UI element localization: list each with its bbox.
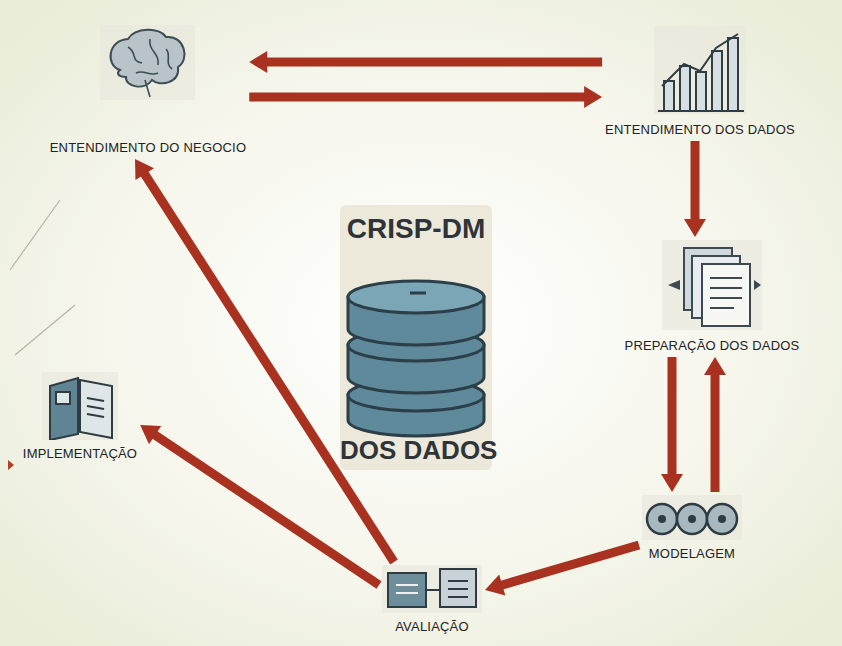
data-preparation-step: PREPARAÇÃO DOS DADOS [625, 240, 800, 354]
database-cylinder [340, 205, 492, 470]
arrow-shaft [265, 58, 602, 67]
arrow-head [661, 474, 683, 492]
step-icon [642, 495, 742, 540]
step-icon [662, 240, 762, 330]
arrow-head [485, 574, 505, 595]
arrow-head [249, 51, 267, 73]
business-understanding-step: ENTENDIMENTO DO NEGOCIO [50, 25, 246, 156]
step-icon [42, 372, 118, 440]
arrow-head [135, 159, 154, 180]
crisp-dm-illustration: CRISP-DM DOS DADOS [340, 205, 492, 470]
evaluation-step: AVALIAÇÃO [382, 565, 482, 635]
step-label: ENTENDIMENTO DOS DADOS [605, 122, 795, 138]
arrow-head [704, 357, 726, 375]
data-understanding-step: ENTENDIMENTO DOS DADOS [605, 26, 795, 138]
step-label: MODELAGEM [649, 546, 735, 562]
arrow-shaft [249, 93, 586, 102]
arrow-shaft [711, 373, 720, 492]
step-label: IMPLEMENTAÇÃO [23, 446, 137, 462]
cycle-arrow [249, 86, 602, 108]
arrow-head [584, 86, 602, 108]
step-icon [100, 25, 195, 100]
cycle-arrow [661, 357, 683, 492]
arrow-shaft [500, 545, 639, 586]
step-label: PREPARAÇÃO DOS DADOS [625, 338, 800, 354]
arrow-head [684, 219, 706, 237]
step-icon [654, 26, 746, 114]
step-label: ENTENDIMENTO DO NEGOCIO [50, 140, 246, 156]
modeling-step: MODELAGEM [642, 495, 742, 562]
deployment-step: IMPLEMENTAÇÃO [23, 372, 137, 462]
cycle-arrow [485, 545, 639, 596]
arrow-shaft [668, 357, 677, 476]
step-icon [382, 565, 482, 613]
title-text: CRISP-DM [340, 213, 492, 245]
arrow-head [140, 425, 161, 444]
cycle-arrow [704, 357, 726, 492]
arrow-shaft [691, 141, 700, 221]
cycle-arrow [249, 51, 602, 73]
cycle-arrow [684, 141, 706, 237]
subtitle-text: DOS DADOS [340, 435, 492, 466]
step-label: AVALIAÇÃO [395, 619, 469, 635]
